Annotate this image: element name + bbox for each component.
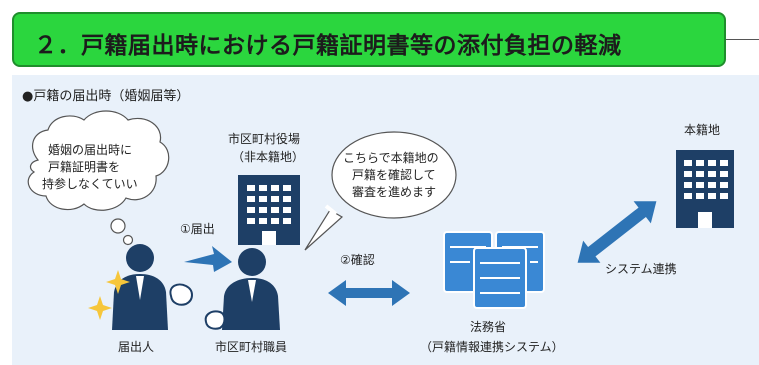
thought-line-3: 持参しなくていい — [42, 177, 138, 191]
city-hall-label: 市区町村役場 — [228, 132, 301, 146]
notifier-person-icon — [112, 244, 193, 330]
thought-line-1: 婚姻の届出時に — [48, 143, 133, 157]
system-link-arrow-icon — [577, 201, 657, 263]
speech-bubble — [304, 131, 457, 251]
server-icon — [443, 231, 545, 309]
city-hall-sublabel: （非本籍地） — [232, 150, 305, 164]
speech-line-1: こちらで本籍地の — [343, 151, 439, 165]
system-link-label: システム連携 — [605, 262, 677, 276]
thought-cloud — [27, 110, 170, 246]
page-title: ２．戸籍届出時における戸籍証明書等の添付負担の軽減 — [34, 33, 622, 59]
submit-arrow-icon — [184, 246, 232, 272]
title-banner: ２．戸籍届出時における戸籍証明書等の添付負担の軽減 — [12, 12, 726, 67]
honsekichi-label: 本籍地 — [684, 123, 721, 137]
city-hall-building-icon — [238, 175, 300, 245]
sparkle-icon — [88, 270, 130, 320]
thought-line-2: 戸籍証明書を — [48, 160, 121, 174]
ministry-sublabel: （戸籍情報連携システム） — [420, 340, 564, 354]
step-confirm-label: ②確認 — [340, 253, 375, 267]
confirm-double-arrow-icon — [328, 280, 410, 306]
speech-line-3: 審査を進めます — [352, 185, 437, 199]
step-submit-label: ①届出 — [180, 222, 215, 236]
ministry-label: 法務省 — [470, 320, 507, 334]
notifier-label: 届出人 — [118, 340, 155, 354]
speech-line-2: 戸籍を確認して — [352, 168, 436, 182]
honsekichi-building-icon — [676, 150, 734, 228]
staff-label: 市区町村職員 — [215, 340, 288, 354]
title-rule — [726, 39, 759, 40]
section-subtitle: ●戸籍の届出時（婚姻届等） — [22, 89, 190, 104]
staff-person-icon — [204, 248, 280, 330]
